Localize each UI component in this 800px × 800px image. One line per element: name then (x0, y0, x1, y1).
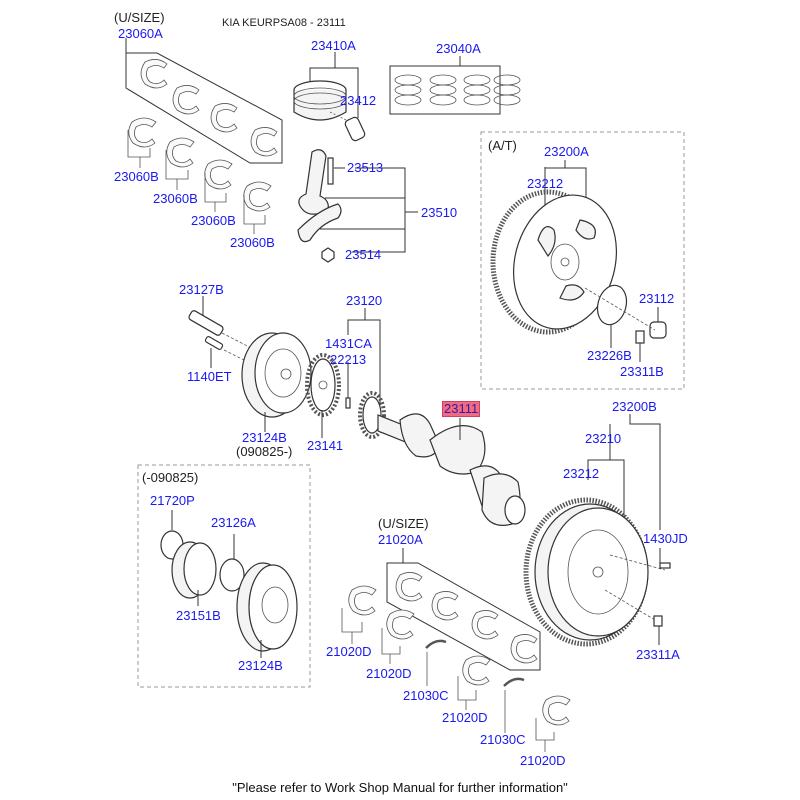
sprocket-23141 (305, 353, 341, 438)
part-label-23510[interactable]: 23510 (421, 205, 458, 220)
at-group-box (480, 131, 685, 390)
upper-bearing-shells-23060b (127, 117, 272, 234)
part-label-23212-mt[interactable]: 23212 (563, 466, 600, 481)
part-label-23212-at[interactable]: 23212 (527, 176, 564, 191)
part-label-23112[interactable]: 23112 (639, 291, 675, 306)
part-label-21020d[interactable]: 21020D (442, 710, 488, 725)
part-label-21030c[interactable]: 21030C (403, 688, 449, 703)
lower-bearing-set-21020a (386, 548, 541, 671)
flexplate-23200a (490, 160, 667, 362)
part-label-1140et[interactable]: 1140ET (187, 369, 232, 384)
part-label-21720p[interactable]: 21720P (150, 493, 195, 508)
footer-note: "Please refer to Work Shop Manual for fu… (232, 780, 568, 795)
part-label-23151b[interactable]: 23151B (176, 608, 221, 623)
part-label-23060a[interactable]: 23060A (118, 26, 163, 41)
part-label-23124b[interactable]: 23124B (242, 430, 287, 445)
crank-pulley-23124b (241, 332, 312, 432)
part-label-23311b[interactable]: 23311B (620, 364, 664, 379)
bolt-1140et (204, 336, 249, 368)
bolt-23127b (188, 296, 256, 351)
thrust-washers-21030c (425, 639, 525, 733)
at-caption: (A/T) (488, 138, 517, 153)
part-label-23410a[interactable]: 23410A (311, 38, 356, 53)
part-label-21020d[interactable]: 21020D (326, 644, 372, 659)
part-label-1430jd[interactable]: 1430JD (643, 531, 688, 546)
upper-usize-caption: (U/SIZE) (114, 10, 165, 25)
part-label-23040a[interactable]: 23040A (436, 41, 481, 56)
part-label-23210[interactable]: 23210 (585, 431, 622, 446)
part-label-23060b[interactable]: 23060B (230, 235, 275, 250)
part-label-23513[interactable]: 23513 (347, 160, 384, 175)
part-label-23111-highlighted[interactable]: 23111 (442, 401, 481, 417)
part-label-1431ca[interactable]: 1431CA (325, 336, 372, 351)
piston-rings-23040a (389, 56, 521, 115)
post-090825-caption: (090825-) (236, 444, 293, 459)
part-label-23412[interactable]: 23412 (340, 93, 377, 108)
flywheel-23200b (523, 414, 671, 647)
part-label-23226b[interactable]: 23226B (587, 348, 632, 363)
part-label-23126a[interactable]: 23126A (211, 515, 256, 530)
part-label-21030c[interactable]: 21030C (480, 732, 526, 747)
part-label-23141[interactable]: 23141 (307, 438, 344, 453)
connecting-rod-23510 (297, 149, 418, 263)
part-label-23200b[interactable]: 23200B (612, 399, 657, 414)
part-label-23127b[interactable]: 23127B (179, 282, 224, 297)
part-label-21020d[interactable]: 21020D (520, 753, 566, 768)
crankshaft-23111 (358, 391, 526, 526)
piston-23410a (293, 52, 366, 142)
part-label-23060b[interactable]: 23060B (153, 191, 198, 206)
pre-090825-group-box (137, 464, 311, 688)
part-label-23060b[interactable]: 23060B (191, 213, 236, 228)
diagram-title: KIA KEURPSA08 - 23111 (222, 17, 346, 29)
part-label-23311a[interactable]: 23311A (636, 647, 680, 662)
damper-parts-box (160, 510, 298, 658)
pre-090825-caption: (-090825) (142, 470, 199, 485)
part-label-21020d[interactable]: 21020D (366, 666, 412, 681)
part-label-22213[interactable]: 22213 (330, 352, 367, 367)
key-pin-1431ca (345, 308, 381, 409)
part-label-23120[interactable]: 23120 (346, 293, 383, 308)
part-label-21020a[interactable]: 21020A (378, 532, 423, 547)
lower-bearing-shells-21020d (341, 585, 571, 752)
part-label-23124b-box[interactable]: 23124B (238, 658, 283, 673)
lower-usize-caption: (U/SIZE) (378, 516, 429, 531)
part-label-23514[interactable]: 23514 (345, 247, 382, 262)
part-label-23060b[interactable]: 23060B (114, 169, 159, 184)
part-label-23200a[interactable]: 23200A (544, 144, 589, 159)
upper-bearing-set-23060a (125, 38, 283, 164)
